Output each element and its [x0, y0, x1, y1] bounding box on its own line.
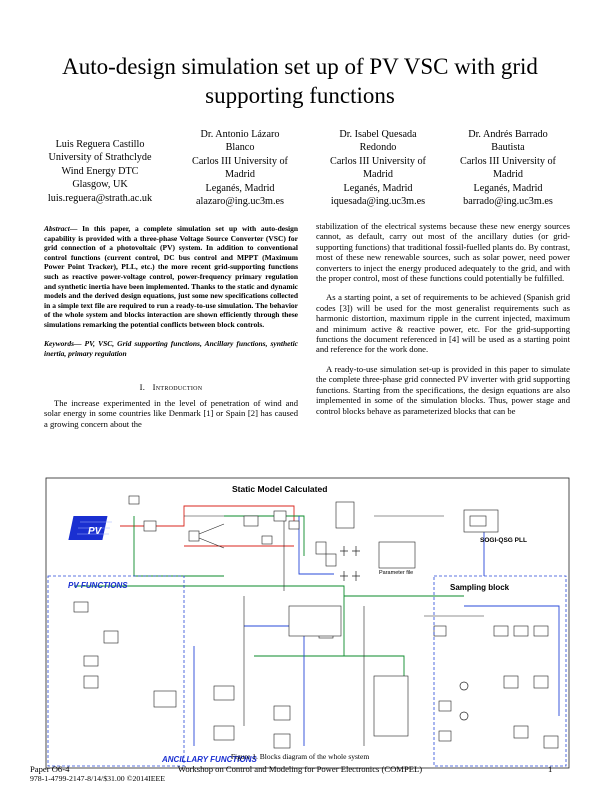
sampling-block-label: Sampling block: [450, 583, 510, 592]
right-column: stabilization of the electrical systems …: [316, 221, 570, 425]
pv-functions-label: PV FUNCTIONS: [68, 581, 128, 590]
author-line: Carlos III University of: [460, 155, 556, 167]
block-diagram-figure: PV Static Model Calculated: [45, 477, 570, 769]
author-line: Madrid: [363, 169, 393, 181]
abstract-text: — In this paper, a complete simulation s…: [44, 224, 298, 329]
parameter-file-label: Parameter file: [379, 570, 413, 576]
section-heading: I. Introduction: [44, 382, 298, 392]
author-line: Dr. Andrés Barrado: [468, 129, 548, 140]
footer-conference: Workshop on Control and Modeling for Pow…: [177, 764, 423, 774]
author-line: Carlos III University of: [330, 155, 426, 167]
author-line: Glasgow, UK: [72, 179, 128, 191]
author-line: Blanco: [225, 142, 255, 154]
intro-paragraph-2: stabilization of the electrical systems …: [316, 221, 570, 284]
author-line: iquesada@ing.uc3m.es: [330, 196, 426, 208]
author-line: Dr. Antonio Lázaro: [200, 129, 280, 140]
intro-paragraph-4: A ready-to-use simulation set-up is prov…: [316, 363, 570, 416]
author-line: Redondo: [359, 142, 397, 154]
author-line: Bautista: [491, 142, 525, 154]
author-line: Madrid: [225, 169, 255, 181]
paper-title: Auto-design simulation set up of PV VSC …: [62, 54, 538, 108]
paper-id: Paper O6-4: [30, 764, 70, 774]
intro-paragraph-3: As a starting point, a set of requiremen…: [316, 292, 570, 355]
author-line: Carlos III University of: [192, 155, 288, 167]
figure-caption: Figure 1. Blocks diagram of the whole sy…: [230, 752, 370, 761]
intro-paragraph-1: The increase experimented in the level o…: [44, 398, 298, 429]
pll-label: SOGI-QSG PLL: [480, 537, 527, 544]
ancillary-functions-label: ANCILLARY FUNCTIONS: [161, 755, 257, 764]
section-title: Introduction: [152, 382, 203, 392]
keywords: Keywords— PV, VSC, Grid supporting funct…: [44, 339, 298, 358]
abstract-lead: Abstract: [44, 224, 70, 233]
section-number: I.: [139, 382, 146, 392]
author-line: Leganés, Madrid: [343, 182, 413, 194]
author-line: Luis Reguera Castillo: [55, 139, 145, 150]
author-line: Dr. Isabel Quesada: [339, 129, 417, 140]
pv-panel-icon: [68, 516, 112, 540]
page-number: 1: [548, 764, 553, 774]
author-line: luis.reguera@strath.ac.uk: [47, 192, 153, 204]
author-line: University of Strathclyde: [48, 152, 152, 164]
author-line: Leganés, Madrid: [205, 182, 275, 194]
static-model-label: Static Model Calculated: [232, 484, 327, 494]
author-line: Leganés, Madrid: [473, 182, 543, 194]
pv-label: PV: [88, 526, 103, 537]
author-line: Madrid: [493, 169, 523, 181]
author-line: Wind Energy DTC: [61, 165, 139, 177]
author-line: alazaro@ing.uc3m.es: [195, 196, 285, 208]
abstract: Abstract— In this paper, a complete simu…: [44, 224, 298, 330]
author-line: barrado@ing.uc3m.es: [463, 196, 553, 208]
